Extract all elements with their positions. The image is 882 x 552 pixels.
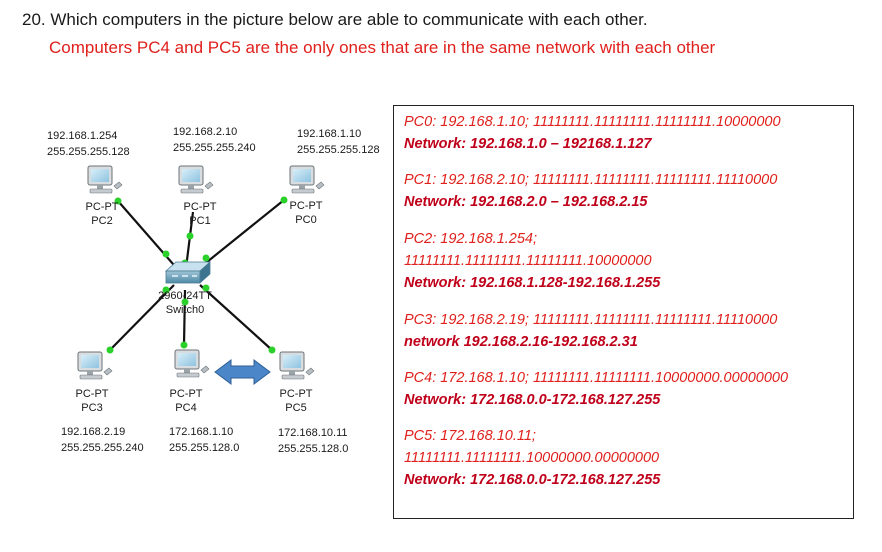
cable-pc1 [184, 211, 195, 269]
pc5-label: PC-PT PC5 [276, 387, 316, 415]
pc5-ip: 172.168.10.11 [278, 427, 348, 439]
link-dot [114, 197, 122, 205]
pc5-type: PC-PT [279, 388, 313, 400]
pc3-ip: 192.168.2.19 [61, 426, 126, 438]
pc3-type: PC-PT [75, 388, 109, 400]
answer-text: Computers PC4 and PC5 are the only ones … [49, 38, 716, 57]
link-dot [280, 196, 288, 204]
pc2-label: PC-PT PC2 [82, 200, 122, 228]
pc3-name: PC3 [81, 402, 103, 414]
pc3-icon [77, 351, 113, 380]
pc2-mask: 255.255.255.128 [47, 146, 130, 158]
pc5-mask: 255.255.128.0 [278, 443, 349, 455]
note-line: PC4: 172.168.1.10; 11111111.11111111.100… [404, 370, 789, 386]
pc2-name: PC2 [91, 215, 113, 227]
link-dot [162, 250, 170, 258]
note-line: Network: 192.168.1.0 – 192168.1.127 [404, 136, 652, 152]
switch-model: 2960-24TT [158, 290, 212, 302]
pc1-mask: 255.255.255.240 [173, 142, 256, 154]
pc1-ip: 192.168.2.10 [173, 126, 238, 138]
note-line: Network: 172.168.0.0-172.168.127.255 [404, 392, 661, 408]
link-dot [202, 284, 210, 292]
link-dot [202, 254, 210, 262]
link-dots [106, 196, 288, 354]
pc1-name: PC1 [189, 215, 211, 227]
link-dot [181, 298, 189, 306]
pc1-label: PC-PT PC1 [180, 200, 220, 228]
note-line: Network: 172.168.0.0-172.168.127.255 [404, 472, 661, 488]
note-line: PC3: 192.168.2.19; 11111111.11111111.111… [404, 312, 778, 328]
pc2-ip: 192.168.1.254 [47, 130, 118, 142]
pc2-address: 192.168.1.254 255.255.255.128 [47, 128, 130, 160]
pc2-type: PC-PT [85, 201, 119, 213]
pc0-icon [289, 165, 325, 194]
pc0-name: PC0 [295, 214, 317, 226]
pc4-mask: 255.255.128.0 [169, 442, 240, 454]
pc1-icon [178, 165, 214, 194]
pc4-name: PC4 [175, 402, 197, 414]
switch-icon [164, 261, 212, 284]
pc2-icon [87, 165, 123, 194]
note-line: PC0: 192.168.1.10; 11111111.11111111.111… [404, 114, 781, 130]
link-dot [186, 232, 194, 240]
pc0-ip: 192.168.1.10 [297, 128, 362, 140]
pc5-icon [279, 351, 315, 380]
link-dot [268, 346, 276, 354]
pc4-type: PC-PT [169, 388, 203, 400]
network-notes-box: PC0: 192.168.1.10; 11111111.11111111.111… [393, 105, 854, 519]
pc3-address: 192.168.2.19 255.255.255.240 [61, 424, 144, 456]
pc4-icon [174, 349, 210, 378]
pc0-type: PC-PT [289, 200, 323, 212]
switch-label: 2960-24TT Switch0 [149, 289, 221, 317]
pc3-label: PC-PT PC3 [72, 387, 112, 415]
note-line: 11111111.11111111.11111111.10000000 [404, 253, 652, 269]
cable-pc3 [109, 284, 175, 351]
question-text: 20. Which computers in the picture below… [22, 10, 648, 29]
cables [109, 199, 285, 351]
pc3-mask: 255.255.255.240 [61, 442, 144, 454]
link-dot [106, 346, 114, 354]
pc1-type: PC-PT [183, 201, 217, 213]
note-line: Network: 192.168.2.0 – 192.168.2.15 [404, 194, 648, 210]
cable-pc2 [117, 200, 181, 273]
note-line: network 192.168.2.16-192.168.2.31 [404, 334, 638, 350]
pc0-address: 192.168.1.10 255.255.255.128 [297, 126, 380, 158]
pc0-label: PC-PT PC0 [286, 199, 326, 227]
pc5-address: 172.168.10.11 255.255.128.0 [278, 425, 348, 457]
note-line: Network: 192.168.1.128-192.168.1.255 [404, 275, 661, 291]
note-line: PC2: 192.168.1.254; [404, 231, 538, 247]
pc4-address: 172.168.1.10 255.255.128.0 [169, 424, 239, 456]
note-line: 11111111.11111111.10000000.00000000 [404, 450, 660, 466]
note-line: PC5: 172.168.10.11; [404, 428, 536, 444]
note-line: PC1: 192.168.2.10; 11111111.11111111.111… [404, 172, 778, 188]
pc4-ip: 172.168.1.10 [169, 426, 234, 438]
pc4-label: PC-PT PC4 [166, 387, 206, 415]
cable-pc0 [196, 199, 285, 271]
double-arrow-icon [214, 359, 271, 385]
pc0-mask: 255.255.255.128 [297, 144, 380, 156]
link-dot [180, 341, 188, 349]
switch-name: Switch0 [165, 304, 205, 316]
cable-pc5 [199, 284, 273, 351]
pc1-address: 192.168.2.10 255.255.255.240 [173, 124, 256, 156]
link-dot [162, 286, 170, 294]
pc5-name: PC5 [285, 402, 307, 414]
